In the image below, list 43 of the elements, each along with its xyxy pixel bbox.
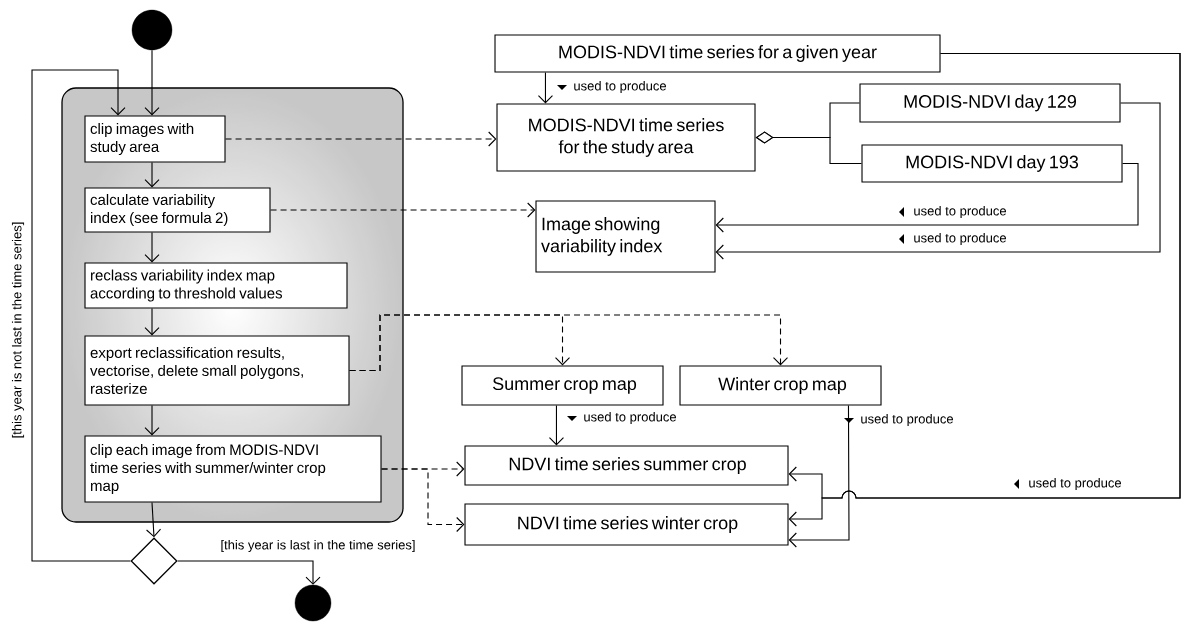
object-box: NDVI time series winter crop bbox=[464, 503, 789, 546]
edge-label: used to produce bbox=[572, 79, 668, 95]
edge-label: [this year is not last in the time series] bbox=[10, 220, 26, 440]
object-box: Winter crop map bbox=[679, 365, 882, 406]
edge-label: used to produce bbox=[859, 412, 955, 428]
arrow bbox=[715, 102, 1161, 260]
action-box: calculate variability index (see formula 2) bbox=[84, 187, 271, 233]
edge-label: [this year is last in the time series] bbox=[219, 538, 417, 554]
activity-box bbox=[61, 87, 404, 523]
object-box: MODIS-NDVI day 193 bbox=[861, 144, 1123, 183]
object-box: Summer crop map bbox=[461, 365, 664, 406]
object-box: Image showing variability index bbox=[535, 200, 716, 273]
arrow bbox=[177, 560, 321, 585]
arrow bbox=[788, 405, 850, 548]
arrow bbox=[537, 72, 553, 104]
object-box: MODIS-NDVI time series for the study area bbox=[496, 103, 756, 172]
action-box: clip images with study area bbox=[84, 115, 226, 163]
action-box: clip each image from MODIS-NDVI time series with summer/winter crop map bbox=[84, 435, 382, 503]
action-box: export reclassification results, vectorise, delete small polygons, rasterize bbox=[84, 335, 350, 406]
object-box: MODIS-NDVI time series for a given year bbox=[494, 34, 941, 73]
arrow bbox=[144, 49, 160, 116]
object-box: NDVI time series summer crop bbox=[464, 445, 789, 486]
dependency-arrow bbox=[270, 202, 536, 218]
edge-label: used to produce bbox=[582, 410, 678, 426]
arrow bbox=[144, 405, 160, 436]
arrow bbox=[31, 69, 131, 562]
edge-label: used to produce bbox=[912, 231, 1008, 247]
arrow bbox=[715, 162, 1139, 233]
end-node bbox=[294, 584, 332, 622]
arrow bbox=[548, 405, 564, 446]
decision-diamond bbox=[130, 537, 178, 585]
object-box: MODIS-NDVI day 129 bbox=[859, 83, 1121, 123]
start-node bbox=[131, 9, 173, 51]
dependency-arrow bbox=[225, 131, 497, 147]
arrow bbox=[146, 502, 162, 538]
arrow bbox=[144, 308, 160, 336]
arrow bbox=[144, 232, 160, 263]
dependency-arrow bbox=[381, 468, 465, 533]
edge-label: used to produce bbox=[912, 204, 1008, 220]
edge-label: used to produce bbox=[1027, 476, 1123, 492]
action-box: reclass variability index map according to threshold values bbox=[84, 262, 348, 309]
arrow bbox=[144, 162, 160, 188]
dependency-arrow bbox=[349, 314, 789, 372]
